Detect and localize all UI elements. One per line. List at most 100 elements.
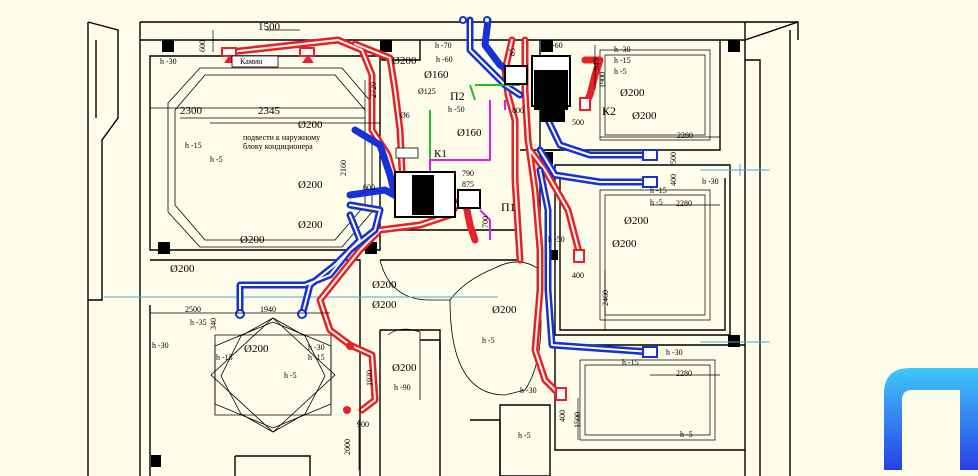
dia-200-k: Ø200 [492,304,517,316]
dim-2280-bottom: 2280 [676,369,692,378]
h-5-c: h -5 [650,198,663,207]
dim-1900: 1900 [598,72,607,88]
h-15-f: h -15 [308,353,325,362]
h-15-c: h -15 [650,186,667,195]
h-15-d: h -15 [622,358,639,367]
dia-200-n: Ø200 [624,215,649,227]
dim-2460: 2460 [601,290,610,306]
curved-corridor [379,259,542,400]
unit-p2: П2 [450,89,465,103]
dim-915: 915 [592,58,601,70]
dia-125: Ø125 [418,87,436,96]
dim-1500-bottom: 1500 [573,412,582,428]
octagon-ceiling [167,67,373,248]
dia-200-i: Ø200 [244,343,269,355]
h-30-c: h -30 [702,177,719,186]
letter-p-logo-icon [884,368,978,470]
h-50: h -50 [448,105,465,114]
dim-900: 900 [357,420,369,429]
dim-400-bottom: 400 [558,410,567,422]
axis-lines [104,164,770,343]
unit-k2: К2 [602,104,616,118]
h-30-e: h -30 [152,341,169,350]
unit-labels: П2 П1 К1 К2 [434,89,616,214]
hanger-note-line1: подвести к наружному [243,133,320,142]
dia-200-f: Ø200 [170,263,195,275]
dim-2720: 2720 [369,82,378,98]
dim-1930: 1930 [365,370,374,386]
h-50-b: h -50 [548,235,565,244]
notes: Камин подвести к наружному блоку кондици… [231,55,419,159]
dimension-labels: 1500 600 2720 2300 2345 2160 2500 1940 3… [180,21,693,455]
dia-200-a: Ø200 [392,55,417,67]
h-15-e: h -15 [216,353,233,362]
dim-500-top: 500 [572,118,584,127]
return-ducts-inner [239,19,651,353]
dia-200-o: Ø200 [612,238,637,250]
star-ceiling [210,317,336,433]
dim-2160: 2160 [339,160,348,176]
dim-2345: 2345 [258,105,281,117]
h-15-b: h -15 [614,56,631,65]
dia-200-d: Ø200 [298,219,323,231]
h-60-b: h -60 [546,41,563,50]
dim-800: 800 [512,106,524,115]
dim-790: 790 [462,169,474,178]
h-5-d: h -5 [680,430,693,439]
h-35: h -35 [190,318,207,327]
right-room-ceilings [579,49,716,441]
dim-1500: 1500 [258,21,281,33]
dia-200-h: Ø200 [372,299,397,311]
dia-160-b: Ø160 [457,127,482,139]
unit-k1: К1 [434,148,447,160]
dim-700: 700 [481,216,490,228]
dim-2000: 2000 [343,439,352,455]
height-labels: h -30 h -15 h -5 h -70 h -60 h -50 h -60… [152,41,719,440]
supply-ducts-inner [229,39,581,411]
dimension-lines [150,29,720,470]
h-5-g: h -5 [518,431,531,440]
dim-340: 340 [209,318,218,330]
dia-200-e: Ø200 [240,234,265,246]
dim-1940: 1940 [260,305,276,314]
h-30-d: h -30 [666,348,683,357]
dim-2280-mid: 2280 [676,199,692,208]
h-30-f: h -30 [520,386,537,395]
dim-600-unit: 600 [363,183,375,192]
dim-2500: 2500 [185,305,201,314]
dim-400-mid: 400 [669,174,678,186]
h-60-a: h -60 [436,55,453,64]
dim-2300: 2300 [180,105,203,117]
dim-500-mid: 500 [669,152,678,164]
dim-400-right: 400 [572,271,584,280]
h-30-g: h -30 [308,343,325,352]
dia-200-j: Ø200 [392,362,417,374]
h-5-e: h -5 [284,371,297,380]
columns [151,40,740,467]
fireplace-label: Камин [240,57,263,66]
h-90: h -90 [394,383,411,392]
h-30-a: h -30 [160,57,177,66]
dia-200-b: Ø200 [298,119,323,131]
dia-200-l: Ø200 [620,87,645,99]
dia-200-c: Ø200 [298,179,323,191]
h-5-f: h -5 [482,336,495,345]
supply-diffusers [221,47,591,414]
building-walls [87,21,799,476]
h-30-b: h -30 [614,45,631,54]
dia-160-a: Ø160 [424,69,449,81]
dim-875: 875 [462,180,474,189]
dia-200-m: Ø200 [632,110,657,122]
h-5-b: h -5 [614,67,627,76]
dim-600: 600 [198,40,207,52]
hanger-note-line2: блоку кондиционера [243,142,313,151]
dim-85: 85 [508,48,517,56]
h-15-a: h -15 [185,141,202,150]
dia-200-g: Ø200 [372,279,397,291]
dia-6: Ø6 [400,111,410,120]
unit-p1: П1 [501,200,516,214]
h-70: h -70 [435,41,452,50]
dim-2280-top: 2280 [677,131,693,140]
diameter-labels: Ø200 Ø160 Ø125 Ø6 Ø160 Ø200 Ø200 Ø200 Ø2… [170,55,657,374]
